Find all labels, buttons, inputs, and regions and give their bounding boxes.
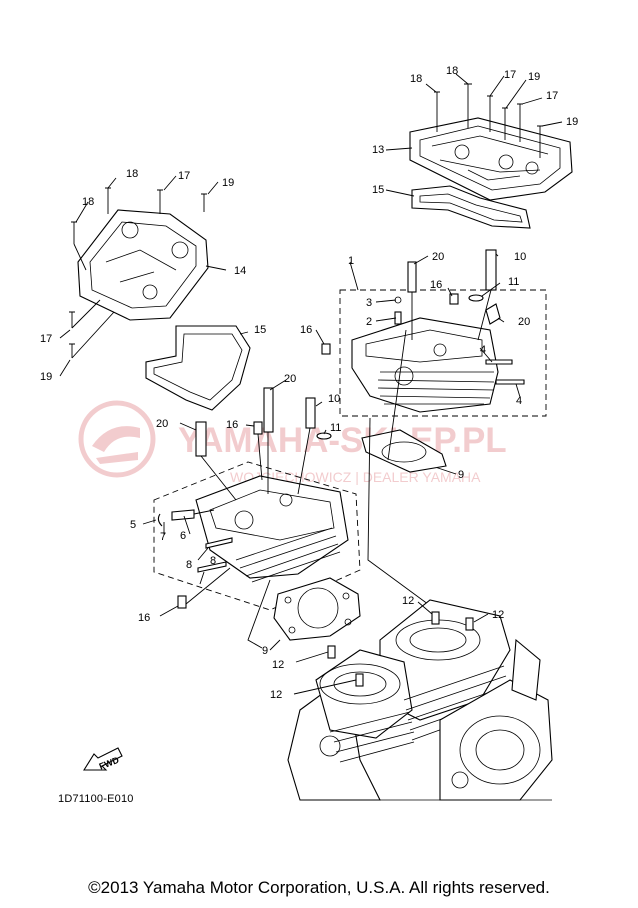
callout-15: 15 — [372, 184, 384, 196]
callout-19: 19 — [566, 116, 578, 128]
fwd-arrow-icon: FWD — [83, 747, 123, 772]
callout-19: 19 — [528, 71, 540, 83]
callout-8: 8 — [186, 559, 192, 571]
rear-head-gasket — [361, 429, 447, 473]
callout-numbers: 18 18 17 19 17 19 13 15 20 10 1 11 16 3 … — [40, 65, 578, 701]
rear-cover-gasket — [411, 185, 531, 229]
front-rocker-cover — [77, 209, 209, 321]
callout-17: 17 — [546, 90, 558, 102]
callout-10: 10 — [514, 251, 526, 263]
callout-11: 11 — [508, 276, 519, 288]
callout-17: 17 — [504, 69, 516, 81]
callout-14: 14 — [234, 265, 246, 277]
drawing-code: 1D71100-E010 — [58, 793, 134, 805]
callout-16: 16 — [138, 612, 150, 624]
callout-12: 12 — [272, 659, 284, 671]
callout-19: 19 — [222, 177, 234, 189]
callout-13: 13 — [372, 144, 384, 156]
callout-11: 11 — [330, 422, 341, 434]
front-cylinder-head — [195, 475, 349, 583]
callout-17: 17 — [40, 333, 52, 345]
callout-12: 12 — [270, 689, 282, 701]
callout-9: 9 — [262, 645, 268, 657]
callout-7: 7 — [160, 531, 166, 543]
callout-16: 16 — [226, 419, 238, 431]
callout-4: 4 — [516, 395, 522, 407]
rear-head-leaders — [315, 73, 563, 398]
callout-5: 5 — [130, 519, 136, 531]
callout-19: 19 — [40, 371, 52, 383]
front-head-hardware — [157, 387, 332, 609]
callout-12: 12 — [492, 609, 504, 621]
rear-rocker-cover — [409, 117, 573, 201]
callout-9: 9 — [458, 469, 464, 481]
front-head-group-box — [153, 461, 361, 611]
watermark-subtitle: WOJCIECHOWICZ | DEALER YAMAHA — [230, 469, 481, 485]
watermark: YAMAHA-SKLEP.PL WOJCIECHOWICZ | DEALER Y… — [78, 400, 507, 485]
callout-12: 12 — [402, 595, 414, 607]
rear-cover-bolts — [434, 83, 543, 158]
front-cover-bolts — [69, 187, 207, 359]
assembly-leaders — [247, 329, 437, 649]
callout-4: 4 — [480, 344, 486, 356]
callout-15: 15 — [254, 324, 266, 336]
callout-2: 2 — [366, 316, 372, 328]
callout-6: 6 — [180, 530, 186, 542]
engine-block — [287, 599, 553, 801]
callout-1: 1 — [348, 255, 354, 267]
watermark-brand: YAMAHA-SKLEP.PL — [178, 421, 507, 460]
rear-cylinder-head — [351, 317, 499, 413]
callout-18: 18 — [446, 65, 458, 77]
callout-18: 18 — [82, 196, 94, 208]
front-cover-gasket — [145, 325, 251, 411]
callout-16: 16 — [430, 279, 442, 291]
dowel-pins — [269, 601, 489, 695]
rear-head-hardware — [321, 249, 525, 385]
callout-17: 17 — [178, 170, 190, 182]
rear-head-group-box — [339, 289, 547, 417]
callout-8: 8 — [210, 555, 216, 567]
copyright-notice: ©2013 Yamaha Motor Corporation, U.S.A. A… — [88, 878, 550, 897]
front-head-gasket — [273, 577, 361, 641]
callout-20: 20 — [156, 418, 168, 430]
callout-3: 3 — [366, 297, 372, 309]
callout-18: 18 — [410, 73, 422, 85]
callout-10: 10 — [328, 393, 340, 405]
callout-20: 20 — [432, 251, 444, 263]
callout-20: 20 — [284, 373, 296, 385]
callout-18: 18 — [126, 168, 138, 180]
callout-16: 16 — [300, 324, 312, 336]
watermark-logo-icon — [78, 400, 156, 478]
callout-20: 20 — [518, 316, 530, 328]
